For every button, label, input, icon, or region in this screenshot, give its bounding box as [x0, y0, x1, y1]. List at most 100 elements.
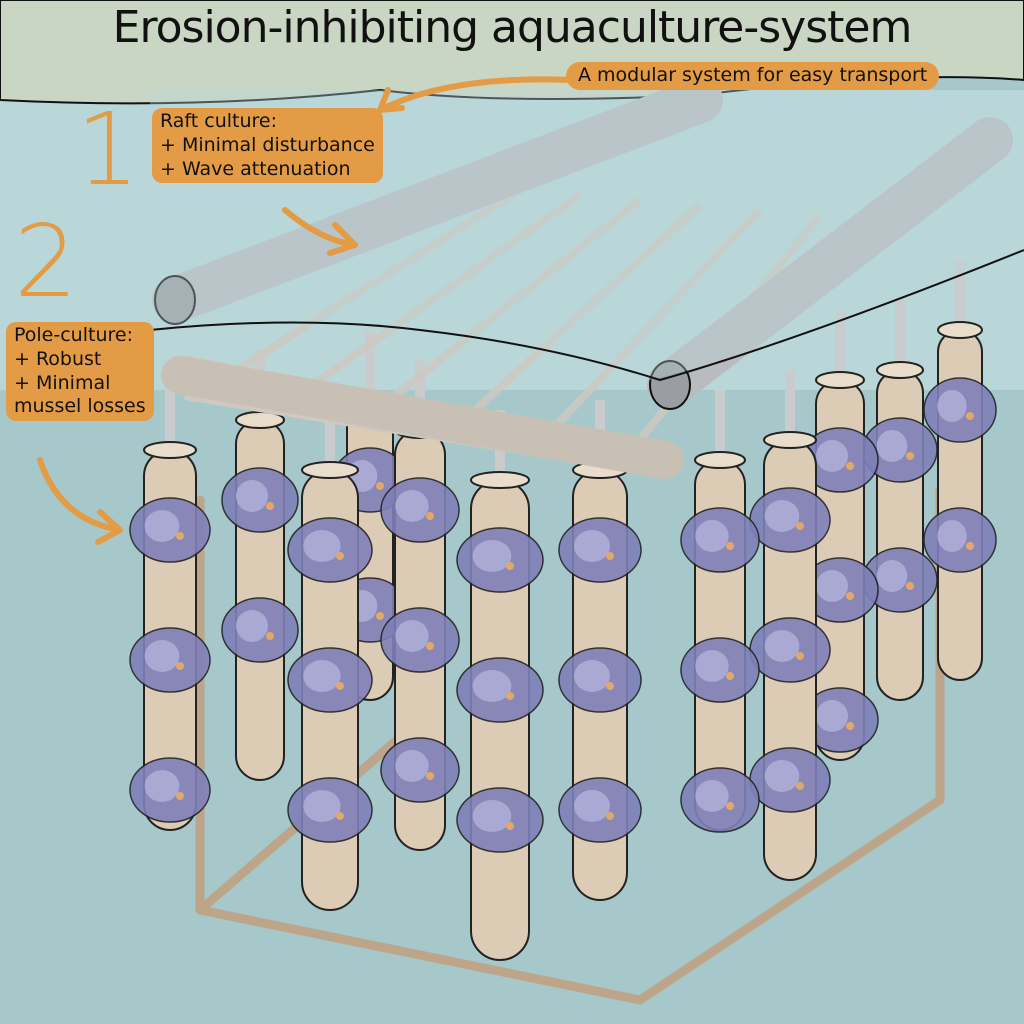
water-line [149, 249, 1024, 382]
raft-slat [187, 186, 523, 404]
mussel-spot [506, 562, 514, 570]
mussel-highlight [574, 530, 610, 562]
float-end [154, 275, 196, 325]
mussel-spot [376, 612, 384, 620]
pole-point-3: mussel losses [14, 395, 146, 418]
raft-slat [367, 196, 643, 420]
frame-bar [635, 795, 945, 1005]
mussel-spot [606, 812, 614, 820]
mussel-highlight [816, 570, 848, 602]
pole-point-2: + Minimal [14, 371, 111, 394]
mussel-highlight [876, 430, 908, 462]
pole-heading: Pole-culture: [14, 324, 133, 346]
mussel-spot [176, 532, 184, 540]
mussel-spot [266, 502, 274, 510]
mussel-highlight [303, 790, 341, 822]
mussel-highlight [144, 640, 180, 672]
raft-slat [457, 202, 703, 427]
mussel-highlight [764, 760, 800, 792]
mussel-spot [906, 452, 914, 460]
raft-heading: Raft culture: [160, 110, 278, 132]
mussel-highlight [937, 390, 967, 422]
mussel-spot [846, 722, 854, 730]
mussel-highlight [937, 520, 967, 552]
mussel-highlight [816, 440, 848, 472]
float-end [649, 360, 691, 410]
raft-beam [161, 356, 684, 479]
mussel-spot [336, 552, 344, 560]
mussel-highlight [764, 500, 800, 532]
mussel-highlight [472, 800, 512, 832]
page-title: Erosion-inhibiting aquaculture-system [112, 2, 913, 53]
frame-bar [195, 905, 645, 1005]
mussel-highlight [764, 630, 800, 662]
mussel-spot [266, 632, 274, 640]
float-pipe [647, 117, 1013, 408]
mussel-spot [796, 652, 804, 660]
mussel-highlight [144, 510, 180, 542]
mussel-spot [966, 412, 974, 420]
pole-top [815, 371, 865, 389]
mussel-spot [726, 672, 734, 680]
pole-top [694, 451, 746, 469]
raft-slat [547, 207, 763, 435]
mussel-highlight [472, 670, 512, 702]
mussel-highlight [303, 530, 341, 562]
arrow-to-shore [377, 76, 573, 113]
mussel-highlight [574, 660, 610, 692]
mussel-highlight [303, 660, 341, 692]
mussel-highlight [876, 560, 908, 592]
pole-top [763, 431, 817, 449]
section-number-2: 2 [14, 203, 78, 320]
mussel-spot [376, 482, 384, 490]
pole-top [876, 361, 924, 379]
mussel-highlight [816, 700, 848, 732]
pole-top [470, 471, 530, 489]
mussel-spot [426, 642, 434, 650]
mussel-spot [336, 682, 344, 690]
mussel-spot [726, 542, 734, 550]
mussel-spot [176, 662, 184, 670]
mussel-spot [176, 792, 184, 800]
pole-structure [129, 260, 997, 1005]
pole-top [937, 321, 983, 339]
mussel-spot [506, 822, 514, 830]
pole-point-1: + Robust [14, 347, 102, 370]
mussel-spot [796, 522, 804, 530]
mussel-highlight [695, 520, 729, 552]
mussel-spot [606, 552, 614, 560]
mussel-highlight [395, 490, 429, 522]
float-pipe [152, 77, 723, 323]
mussel-spot [426, 512, 434, 520]
pole-top [301, 461, 359, 479]
mussel-spot [796, 782, 804, 790]
section-number-1: 1 [76, 91, 140, 208]
mussel-highlight [144, 770, 180, 802]
arrow-to-pole [37, 457, 123, 545]
raft-point-1: + Minimal disturbance [160, 133, 375, 156]
mussel-highlight [695, 650, 729, 682]
raft-slat [277, 191, 583, 412]
mussel-highlight [236, 480, 268, 512]
pole-top [143, 441, 197, 459]
raft-culture-label: Raft culture: + Minimal disturbance + Wa… [152, 108, 383, 184]
arrow-to-raft [282, 207, 358, 256]
mussel-spot [336, 812, 344, 820]
mussel-spot [846, 462, 854, 470]
mussel-highlight [395, 620, 429, 652]
mussel-spot [606, 682, 614, 690]
mussel-spot [846, 592, 854, 600]
mussel-spot [966, 542, 974, 550]
mussel-spot [726, 802, 734, 810]
mussel-highlight [695, 780, 729, 812]
mussel-highlight [574, 790, 610, 822]
mussel-highlight [472, 540, 512, 572]
mussel-spot [506, 692, 514, 700]
mussel-spot [906, 582, 914, 590]
mussel-highlight [236, 610, 268, 642]
pole-culture-label: Pole-culture: + Robust + Minimal mussel … [6, 322, 154, 421]
raft-point-2: + Wave attenuation [160, 157, 351, 180]
subtitle-label: A modular system for easy transport [566, 62, 940, 90]
mussel-spot [426, 772, 434, 780]
